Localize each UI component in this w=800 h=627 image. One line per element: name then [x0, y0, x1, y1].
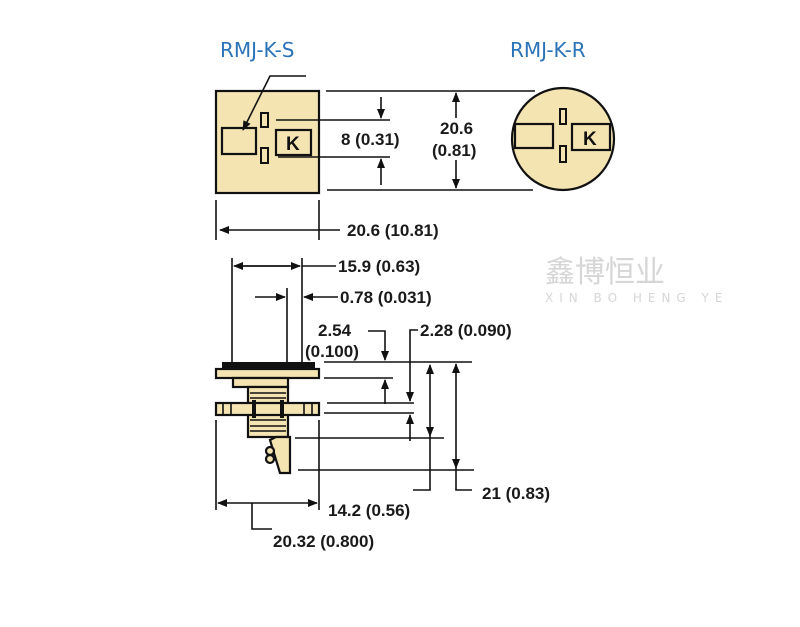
dim-height-inch: (0.81)	[432, 141, 476, 160]
title-square: RMJ-K-S	[220, 38, 294, 62]
round-connector-face: K	[510, 86, 616, 192]
side-dimensions	[215, 262, 474, 530]
title-round: RMJ-K-R	[510, 38, 586, 62]
side-view-connector	[214, 258, 321, 475]
dim-flange-value: 2.54	[318, 321, 352, 340]
watermark: 鑫博恒业	[545, 255, 665, 290]
key-label-round: K	[583, 129, 597, 150]
watermark-sub: XIN BO HENG YE	[545, 291, 728, 305]
dim-body-depth: 14.2 (0.56)	[328, 501, 410, 520]
key-label-square: K	[286, 134, 300, 155]
dim-pin-span: 15.9 (0.63)	[338, 257, 420, 276]
dim-nut-width: 20.32 (0.800)	[273, 532, 374, 551]
square-connector-face: K	[214, 75, 321, 195]
face-dimensions	[215, 90, 535, 240]
dim-pin-spacing: 8 (0.31)	[341, 130, 400, 149]
dim-nut: 2.28 (0.090)	[420, 321, 512, 340]
dim-flange-inch: (0.100)	[305, 342, 359, 361]
dim-total-depth: 21 (0.83)	[482, 484, 550, 503]
dim-width: 20.6 (10.81)	[347, 221, 439, 240]
dim-pin-width: 0.78 (0.031)	[340, 288, 432, 307]
dim-height-value: 20.6	[440, 119, 473, 138]
